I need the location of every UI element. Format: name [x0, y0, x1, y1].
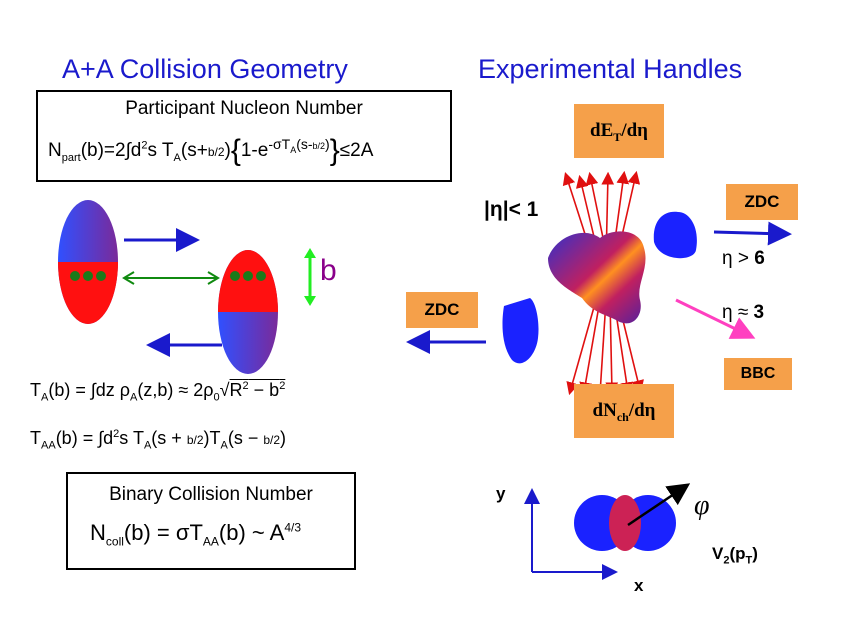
participant-box: Participant Nucleon Number Npart(b)=2∫d2…: [36, 90, 452, 182]
collision-fireball: [548, 231, 646, 324]
axis-y-label: y: [496, 484, 506, 503]
spectator-left: [502, 298, 539, 364]
eta-mid-label: |η|< 1: [484, 198, 539, 221]
bbc-box: BBC: [724, 358, 792, 390]
participant-heading: Participant Nucleon Number: [125, 98, 363, 119]
binary-box: Binary Collision Number Ncoll(b) = σTAA(…: [66, 472, 356, 570]
npart-formula: Npart(b)=2∫d2s TA(s+b/2){1-e-σTA(s-b/2)}…: [48, 134, 374, 167]
axis-x-label: x: [634, 576, 644, 595]
nucleus-right: [218, 250, 278, 374]
right-title: Experimental Handles: [478, 54, 743, 84]
zdc-left-box: ZDC: [406, 292, 478, 328]
ncoll-formula: Ncoll(b) = σTAA(b) ~ A4/3: [90, 520, 302, 549]
b-label: b: [320, 254, 337, 287]
phi-label: φ: [694, 490, 710, 521]
eta-gt6-label: η > 6: [722, 248, 765, 269]
spectator-right: [653, 211, 697, 259]
zdc-right-box: ZDC: [726, 184, 798, 220]
nucleus-left: [58, 200, 118, 324]
left-title: A+A Collision Geometry: [62, 54, 348, 84]
det-dNch-box: dNch/dη: [574, 384, 674, 438]
ta-equation: TA(b) = ∫dz ρA(z,b) ≈ 2ρ0√R2 − b2: [30, 380, 286, 404]
v2-label: V2(pT): [712, 544, 758, 567]
det-dEt-box: dET/dη: [574, 104, 664, 158]
eta-approx3-label: η ≈ 3: [722, 302, 765, 323]
taa-equation: TAA(b) = ∫d2s TA(s + b/2)TA(s − b/2): [30, 428, 287, 452]
binary-heading: Binary Collision Number: [109, 484, 313, 505]
elliptic-flow-diagram: [524, 483, 691, 580]
